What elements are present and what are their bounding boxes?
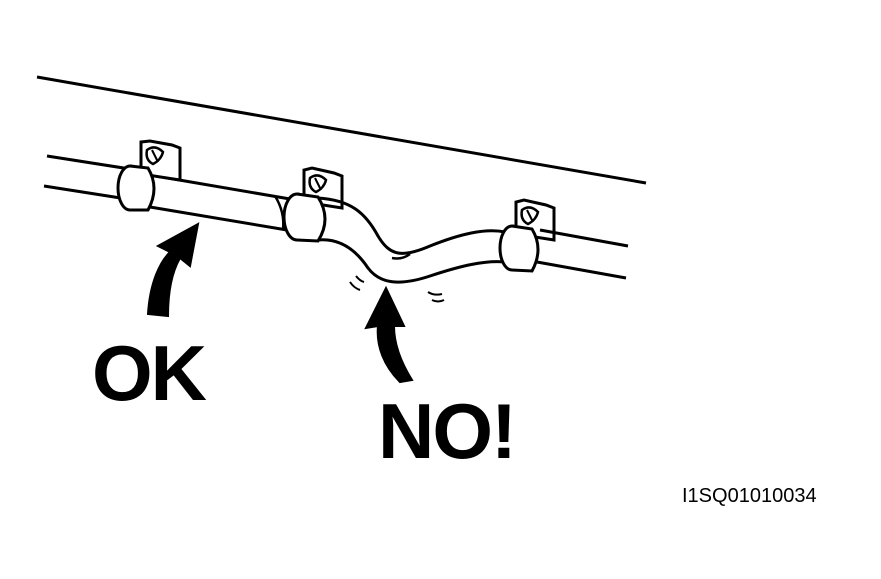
figure-code: I1SQ01010034 xyxy=(682,485,817,507)
curved-arrow-up-icon xyxy=(146,222,200,318)
pipe-clamp-icon xyxy=(116,139,182,212)
pipe-sagging-segment xyxy=(317,196,506,303)
pipe-clamp-icon xyxy=(282,166,344,243)
curved-arrow-up-icon xyxy=(364,285,414,384)
mounting-surface-edge xyxy=(36,75,647,185)
pipe-clamp-icon xyxy=(498,198,556,273)
no-label: NO! xyxy=(378,387,515,475)
pipe-right-segment xyxy=(536,228,629,280)
ok-label: OK xyxy=(92,329,207,417)
